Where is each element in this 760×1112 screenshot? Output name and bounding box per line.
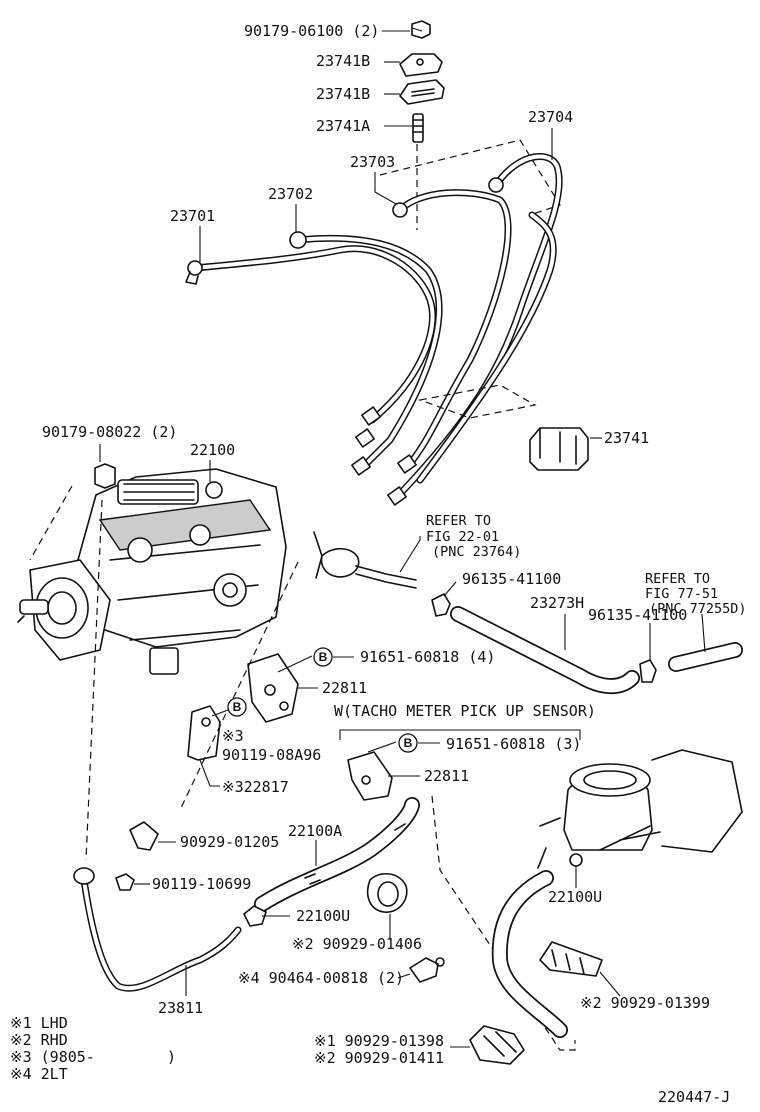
refer-label: REFER TO	[645, 571, 710, 587]
bolt-90464-icon	[409, 957, 445, 983]
bracket-22811-icon	[347, 751, 393, 801]
footnote-2lt: ※4 2LT	[10, 1065, 68, 1083]
part-label: ※2 90929-01399	[580, 994, 710, 1012]
part-label: 22811	[424, 767, 469, 785]
marker-b-label: B	[233, 700, 242, 714]
marker-b-label: B	[319, 650, 328, 664]
footnote-date: ※3 (9805- )	[10, 1048, 176, 1066]
clamp-90929-01399-icon	[539, 941, 603, 977]
part-label: 23702	[268, 185, 313, 203]
hose-22100a-icon	[254, 797, 420, 912]
nut-icon	[411, 20, 431, 39]
hose-23273h-icon	[450, 606, 640, 694]
part-label: 22100A	[288, 822, 342, 840]
part-label: 90179-06100 (2)	[244, 22, 379, 40]
part-label: W(TACHO METER PICK UP SENSOR)	[334, 702, 596, 720]
footnote-rhd: ※2 RHD	[10, 1031, 68, 1049]
part-label: 96135-41100	[588, 606, 687, 624]
bracket-22817-icon	[187, 705, 221, 761]
part-label: 23701	[170, 207, 215, 225]
refer-label: REFER TO	[426, 513, 491, 529]
fuel-connector-icon	[313, 531, 417, 589]
footnote-lhd: ※1 LHD	[10, 1014, 68, 1032]
part-label: 90119-10699	[152, 875, 251, 893]
marker-b-label: B	[404, 736, 413, 750]
part-label: ※1 90929-01398	[314, 1032, 444, 1050]
bracket-22811-icon	[247, 653, 299, 723]
part-label: 91651-60818 (3)	[446, 735, 581, 753]
clamp-23741-icon	[529, 427, 589, 471]
part-label: 23273H	[530, 594, 584, 612]
injection-pump-icon	[17, 468, 287, 675]
pipe-23811-icon	[73, 867, 242, 992]
hose-clip-icon	[431, 593, 451, 617]
clamp-23741b-lower-icon	[399, 79, 445, 105]
part-label: 90179-08022 (2)	[42, 423, 177, 441]
clamp-90929-01406-icon	[366, 873, 408, 913]
egr-valve-icon	[537, 749, 743, 869]
part-label: 22100	[190, 441, 235, 459]
bolt-90119-10699-icon	[115, 873, 135, 891]
marker-b: B	[398, 733, 440, 753]
part-label: 22100U	[296, 907, 350, 925]
part-label: 23704	[528, 108, 573, 126]
part-label: 23741	[604, 429, 649, 447]
part-label: 22811	[322, 679, 367, 697]
refer-label: (PNC 23764)	[432, 544, 521, 560]
stud-23741a-icon	[412, 113, 424, 143]
part-label: 23741B	[316, 52, 370, 70]
marker-b: B	[313, 647, 354, 667]
part-label: ※4 90464-00818 (2)	[238, 969, 404, 987]
clip-90929-01205-icon	[129, 821, 159, 851]
clamp-23741b-upper-icon	[399, 53, 443, 77]
hose-clamp-icon	[243, 905, 267, 927]
marker-b: B	[227, 697, 247, 717]
part-label: 90119-08A96	[222, 746, 321, 764]
part-label: 96135-41100	[462, 570, 561, 588]
hose-22100u-icon	[491, 870, 568, 1038]
injection-pipes	[185, 153, 563, 506]
clamp-90929-01398-icon	[469, 1025, 525, 1065]
part-label: ※2 90929-01411	[314, 1049, 444, 1067]
part-label: 90929-01205	[180, 833, 279, 851]
part-label: 91651-60818 (4)	[360, 648, 495, 666]
part-label: 22100U	[548, 888, 602, 906]
hose-clip-icon	[639, 659, 657, 683]
part-label: ※2 90929-01406	[292, 935, 422, 953]
part-label: 23703	[350, 153, 395, 171]
part-label: 23811	[158, 999, 203, 1017]
part-label: 23741A	[316, 117, 370, 135]
part-label: ※3	[222, 727, 244, 745]
hose-end-icon	[668, 642, 743, 672]
part-label: ※322817	[222, 778, 289, 796]
part-label: 23741B	[316, 85, 370, 103]
refer-label: (PNC 77255D)	[649, 601, 747, 617]
figure-id: 220447-J	[658, 1088, 730, 1106]
refer-label: FIG 22-01	[426, 529, 499, 545]
refer-label: FIG 77-51	[645, 586, 718, 602]
